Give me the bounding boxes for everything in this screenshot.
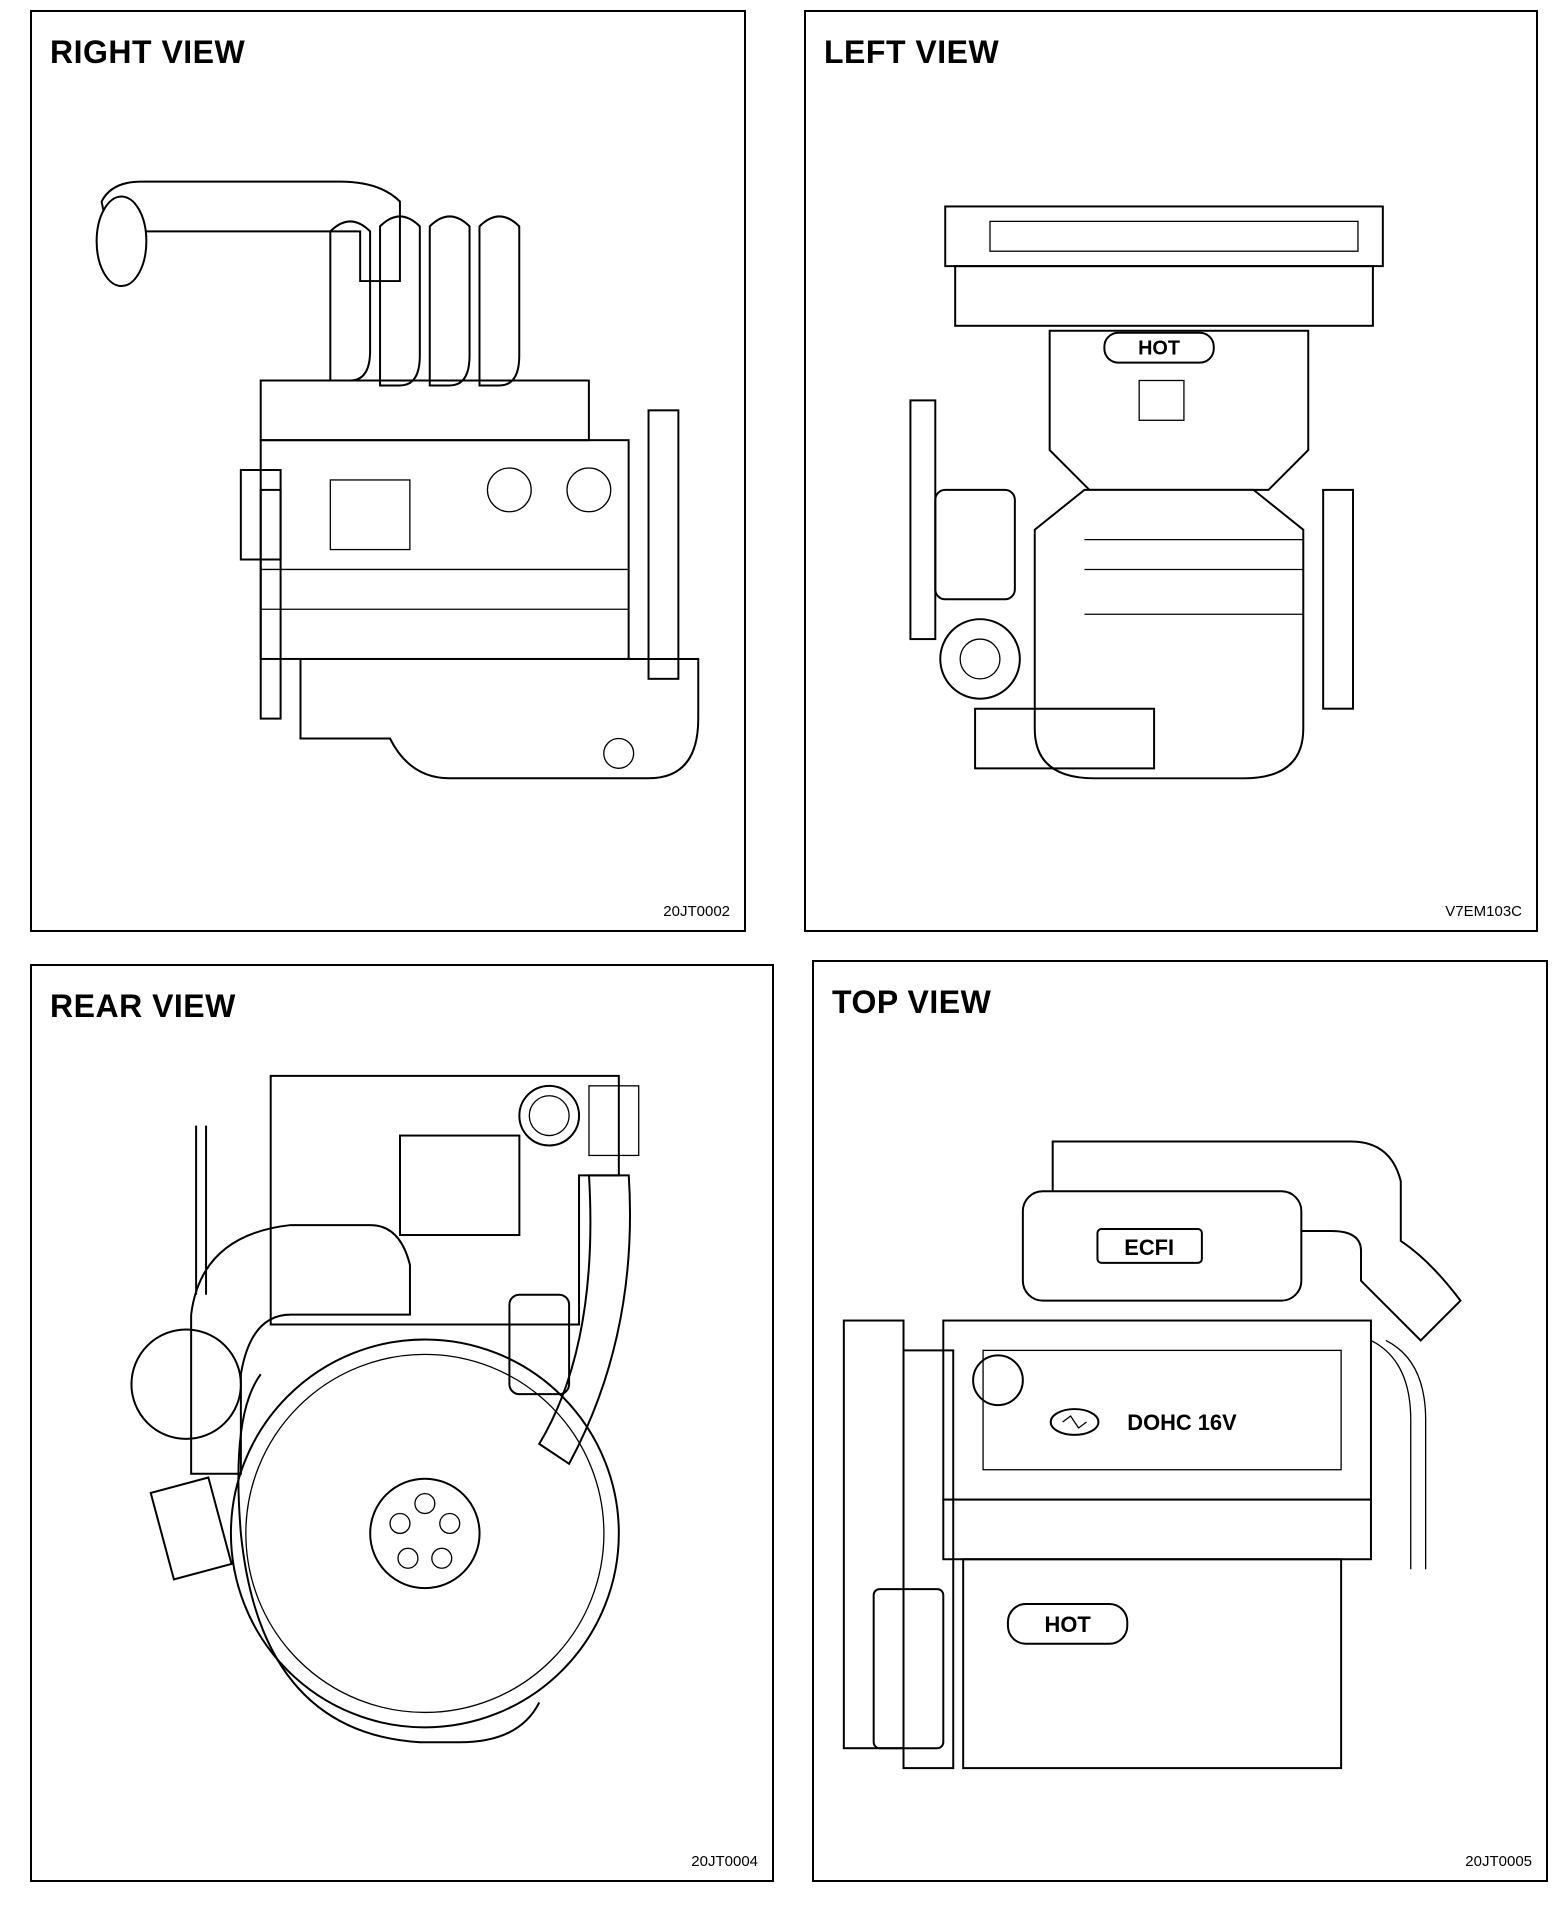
figure-code: 20JT0002: [663, 903, 730, 920]
panel-top-view: TOP VIEW ECFI DOHC 16V HOT 20JT0005: [812, 960, 1548, 1882]
panel-title: TOP VIEW: [832, 984, 992, 1020]
engine-right-illustration: [95, 180, 700, 780]
panel-right-view: RIGHT VIEW 20JT0002: [30, 10, 746, 932]
engine-left-illustration: HOT: [909, 205, 1384, 780]
engine-top-illustration: ECFI DOHC 16V HOT: [842, 1140, 1462, 1770]
hyundai-logo-icon: [1049, 1408, 1100, 1436]
figure-code: 20JT0005: [1465, 1853, 1532, 1870]
panel-left-view: LEFT VIEW HOT V7EM103C: [804, 10, 1538, 932]
figure-code: V7EM103C: [1445, 903, 1522, 920]
panel-title: REAR VIEW: [50, 988, 236, 1024]
figure-code: 20JT0004: [691, 1853, 758, 1870]
panel-title: RIGHT VIEW: [50, 34, 246, 70]
hot-badge-label-top: HOT: [1045, 1612, 1092, 1637]
panel-title: LEFT VIEW: [824, 34, 1000, 70]
dohc-badge-label: DOHC 16V: [1127, 1410, 1237, 1435]
ecfi-badge-label: ECFI: [1124, 1235, 1174, 1260]
panel-rear-view: REAR VIEW 20JT0004: [30, 964, 774, 1882]
hot-badge-label: HOT: [1138, 338, 1180, 360]
engine-rear-illustration: [130, 1074, 640, 1744]
